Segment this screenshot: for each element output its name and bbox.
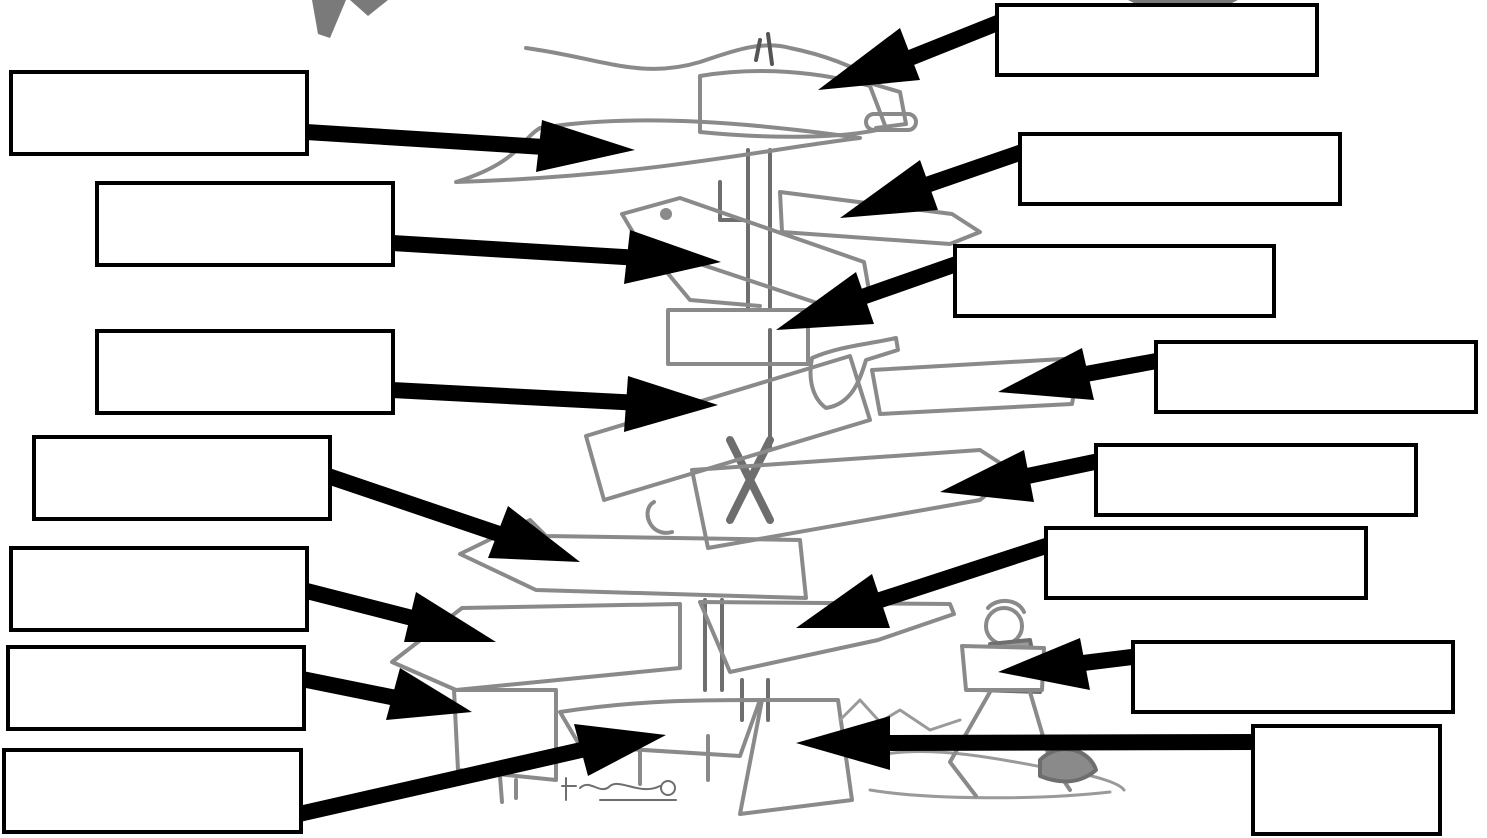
boy-with-sign-sketch bbox=[948, 599, 1098, 798]
arrow-right-6 bbox=[796, 536, 1055, 628]
arrow-left-1 bbox=[305, 120, 635, 172]
label-box-left-7[interactable] bbox=[2, 748, 303, 834]
arrow-left-4 bbox=[322, 467, 580, 562]
label-box-right-2[interactable] bbox=[1018, 132, 1342, 206]
arrow-left-5 bbox=[293, 580, 496, 642]
arrow-left-2 bbox=[391, 230, 721, 284]
arrow-right-2 bbox=[840, 142, 1031, 218]
label-box-right-7[interactable] bbox=[1131, 640, 1455, 714]
plank-arrow-left bbox=[458, 518, 808, 600]
label-box-right-3[interactable] bbox=[953, 244, 1276, 318]
arrow-left-7 bbox=[284, 724, 666, 825]
label-box-left-4[interactable] bbox=[32, 435, 332, 521]
label-box-left-2[interactable] bbox=[95, 181, 395, 267]
arrow-right-8 bbox=[796, 716, 1263, 770]
top-log-sign bbox=[454, 32, 918, 184]
label-box-right-4[interactable] bbox=[1154, 340, 1478, 414]
arrow-right-7 bbox=[998, 638, 1141, 690]
pointing-hand-sign bbox=[808, 336, 1082, 416]
label-box-right-8[interactable] bbox=[1251, 724, 1442, 836]
arrow-right-1 bbox=[818, 12, 1008, 90]
arrow-left-6 bbox=[290, 668, 472, 720]
small-block-sign bbox=[666, 308, 810, 366]
arrow-right-5 bbox=[940, 450, 1106, 502]
base-boards bbox=[452, 688, 854, 816]
label-box-right-5[interactable] bbox=[1094, 443, 1418, 517]
plank-middle-tilted bbox=[584, 354, 872, 502]
label-box-right-1[interactable] bbox=[995, 3, 1319, 77]
label-box-left-1[interactable] bbox=[9, 70, 309, 156]
label-box-right-6[interactable] bbox=[1044, 526, 1368, 600]
arrow-right-3 bbox=[776, 254, 965, 330]
label-box-left-5[interactable] bbox=[9, 546, 309, 632]
arrow-left-3 bbox=[391, 376, 718, 432]
label-box-left-3[interactable] bbox=[95, 329, 395, 415]
artist-signature bbox=[561, 777, 677, 801]
arrow-right-4 bbox=[998, 348, 1164, 400]
label-box-left-6[interactable] bbox=[6, 645, 306, 731]
